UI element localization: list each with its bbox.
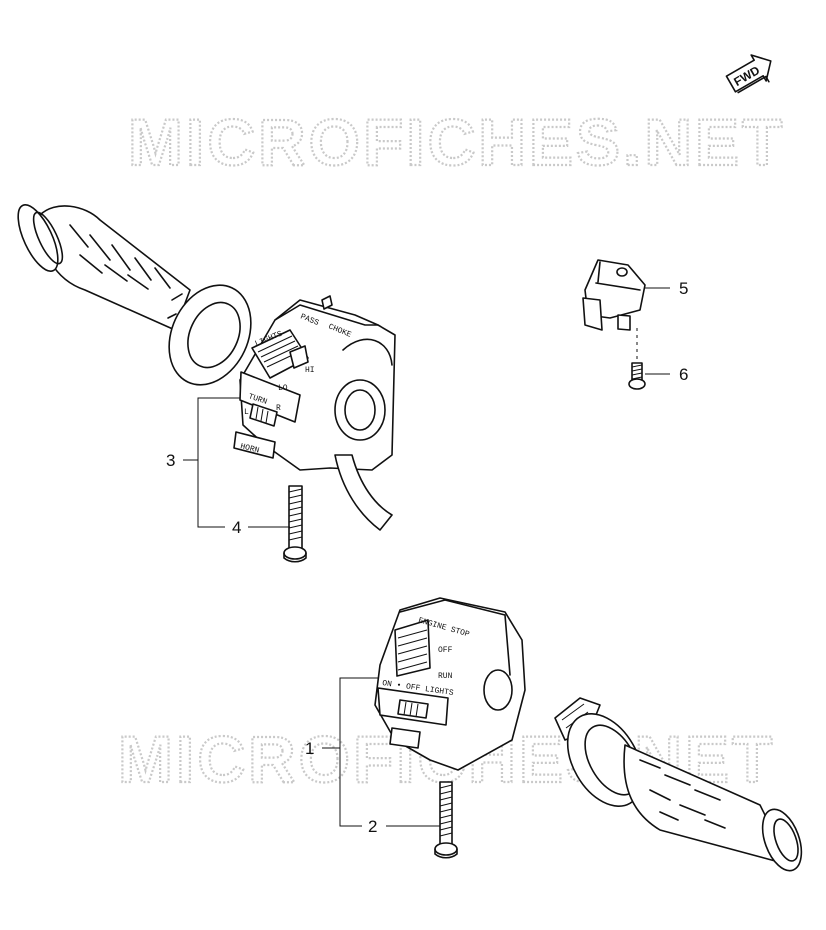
right-handlebar-grip <box>554 697 803 872</box>
label-run: RUN <box>438 672 453 681</box>
callout-4: 4 <box>232 518 241 537</box>
label-lo: LO <box>278 384 288 393</box>
left-handlebar-grip <box>17 204 252 386</box>
screw-part-6 <box>628 362 646 390</box>
callout-3: 3 <box>166 451 175 470</box>
watermark-top: MICROFICHES.NET <box>128 105 785 179</box>
screw-part-2 <box>434 781 458 859</box>
screw-part-4 <box>283 485 307 563</box>
callout-6: 6 <box>679 365 688 384</box>
label-off: OFF <box>438 646 453 655</box>
leader-lines <box>183 287 670 827</box>
part-5-switch <box>582 259 646 331</box>
right-handlebar-switch: ENGINE STOP OFF RUN ON • OFF LIGHTS <box>374 597 526 771</box>
callout-2: 2 <box>368 817 377 836</box>
callout-5: 5 <box>679 279 688 298</box>
callout-1: 1 <box>305 739 314 758</box>
left-handlebar-switch: PASS CHOKE LIGHTS HI LO TURN R L HORN <box>233 295 396 531</box>
label-r: R <box>276 404 281 413</box>
label-l: L <box>244 408 249 417</box>
fwd-arrow-icon: FWD <box>725 54 772 94</box>
label-hi: HI <box>305 366 315 375</box>
